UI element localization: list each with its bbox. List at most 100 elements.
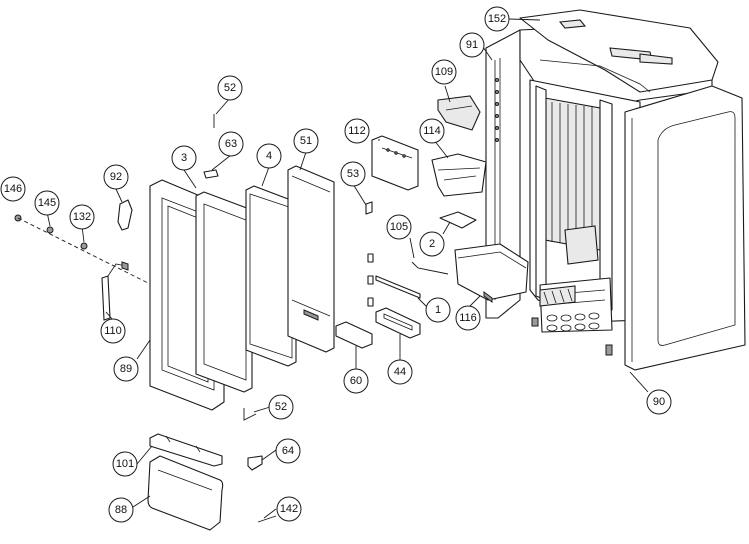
inner-plate-51	[287, 165, 335, 353]
lower-panel-88	[147, 455, 224, 531]
bracket-53	[365, 201, 373, 215]
burn-pot	[564, 225, 599, 265]
deflector-101	[149, 433, 223, 467]
svg-text:112: 112	[348, 125, 366, 137]
svg-text:52: 52	[275, 401, 287, 413]
bracket-64	[247, 455, 263, 471]
clip-lower	[367, 297, 374, 307]
callout-145: 145	[34, 190, 60, 216]
callout-142: 142	[276, 496, 302, 522]
pin-132	[80, 242, 88, 250]
clip-middle	[367, 275, 374, 285]
door-handle-92	[117, 199, 133, 231]
callout-105: 105	[386, 214, 412, 240]
callout-60: 60	[343, 368, 369, 394]
firebox-left-post	[535, 85, 547, 301]
callout-89: 89	[113, 356, 139, 382]
hopper-114	[431, 153, 487, 197]
foot-left	[531, 317, 539, 327]
callout-110: 110	[100, 318, 126, 344]
firebox-ribs	[551, 102, 593, 248]
svg-text:105: 105	[390, 221, 408, 233]
callout-146: 146	[0, 176, 26, 202]
svg-text:92: 92	[110, 171, 122, 183]
svg-text:63: 63	[225, 138, 237, 150]
washer-145	[46, 226, 54, 234]
handle-105	[411, 261, 449, 275]
side-panel-rivets	[495, 78, 499, 142]
base-vents	[546, 312, 600, 332]
frame-plate-44	[375, 307, 421, 339]
svg-text:1: 1	[435, 304, 441, 316]
callout-90: 90	[646, 389, 672, 415]
svg-text:145: 145	[38, 197, 56, 209]
svg-text:4: 4	[266, 150, 272, 162]
svg-text:3: 3	[181, 152, 187, 164]
callout-132: 132	[69, 204, 95, 230]
callout-64: 64	[275, 438, 301, 464]
callout-109: 109	[431, 59, 457, 85]
middle-parts	[335, 135, 421, 349]
callout-88: 88	[108, 497, 134, 523]
callouts: 152 91 109 52 112 114 63 3 4 51 53 92 14…	[0, 6, 672, 523]
latch-rod-110	[101, 275, 111, 321]
glass-panel-4	[245, 185, 297, 367]
firebox-right-post	[599, 99, 613, 311]
leader-lines	[46, 18, 649, 519]
svg-text:109: 109	[435, 66, 453, 78]
callout-4: 4	[256, 143, 282, 169]
top-cover-slot-left	[558, 19, 587, 29]
door-assembly	[14, 114, 335, 531]
svg-text:51: 51	[300, 135, 312, 147]
svg-text:114: 114	[423, 125, 441, 137]
clip-upper	[367, 253, 374, 263]
fan-assembly	[539, 285, 576, 307]
callout-91: 91	[459, 32, 485, 58]
callout-112: 112	[344, 118, 370, 144]
callout-152: 152	[484, 6, 510, 32]
hopper-lid-109	[437, 95, 481, 131]
svg-text:89: 89	[120, 363, 132, 375]
svg-text:146: 146	[4, 183, 22, 195]
callout-63: 63	[218, 131, 244, 157]
svg-text:52: 52	[224, 82, 236, 94]
svg-text:53: 53	[347, 168, 359, 180]
callout-52-bottom: 52	[268, 394, 294, 420]
svg-text:44: 44	[394, 366, 406, 378]
screw-142	[257, 515, 277, 523]
screw-52-bottom	[243, 408, 257, 421]
svg-text:64: 64	[282, 445, 294, 457]
glass-gasket-3	[195, 191, 253, 393]
side-panel-90	[624, 85, 746, 371]
svg-text:91: 91	[466, 39, 478, 51]
svg-text:110: 110	[104, 325, 122, 337]
top-cover-display	[639, 53, 673, 65]
svg-text:88: 88	[115, 504, 127, 516]
foot-right	[605, 344, 613, 356]
svg-text:152: 152	[488, 13, 506, 25]
stove-body	[411, 9, 746, 371]
svg-text:142: 142	[280, 503, 298, 515]
callout-101: 101	[112, 451, 138, 477]
callout-92: 92	[103, 164, 129, 190]
callout-1: 1	[425, 297, 451, 323]
intake-box-112	[371, 135, 419, 191]
svg-text:132: 132	[73, 211, 91, 223]
svg-text:116: 116	[459, 312, 477, 324]
callout-53: 53	[340, 161, 366, 187]
callout-51: 51	[293, 128, 319, 154]
callout-2: 2	[419, 231, 445, 257]
svg-text:90: 90	[653, 396, 665, 408]
callout-44: 44	[387, 359, 413, 385]
gasket-2	[439, 211, 477, 229]
callout-116: 116	[455, 305, 481, 331]
callout-52-top: 52	[217, 75, 243, 101]
svg-text:101: 101	[116, 458, 134, 470]
svg-text:60: 60	[350, 375, 362, 387]
callout-114: 114	[419, 118, 445, 144]
rod-1	[375, 275, 421, 299]
callout-3: 3	[171, 145, 197, 171]
svg-text:2: 2	[429, 238, 435, 250]
